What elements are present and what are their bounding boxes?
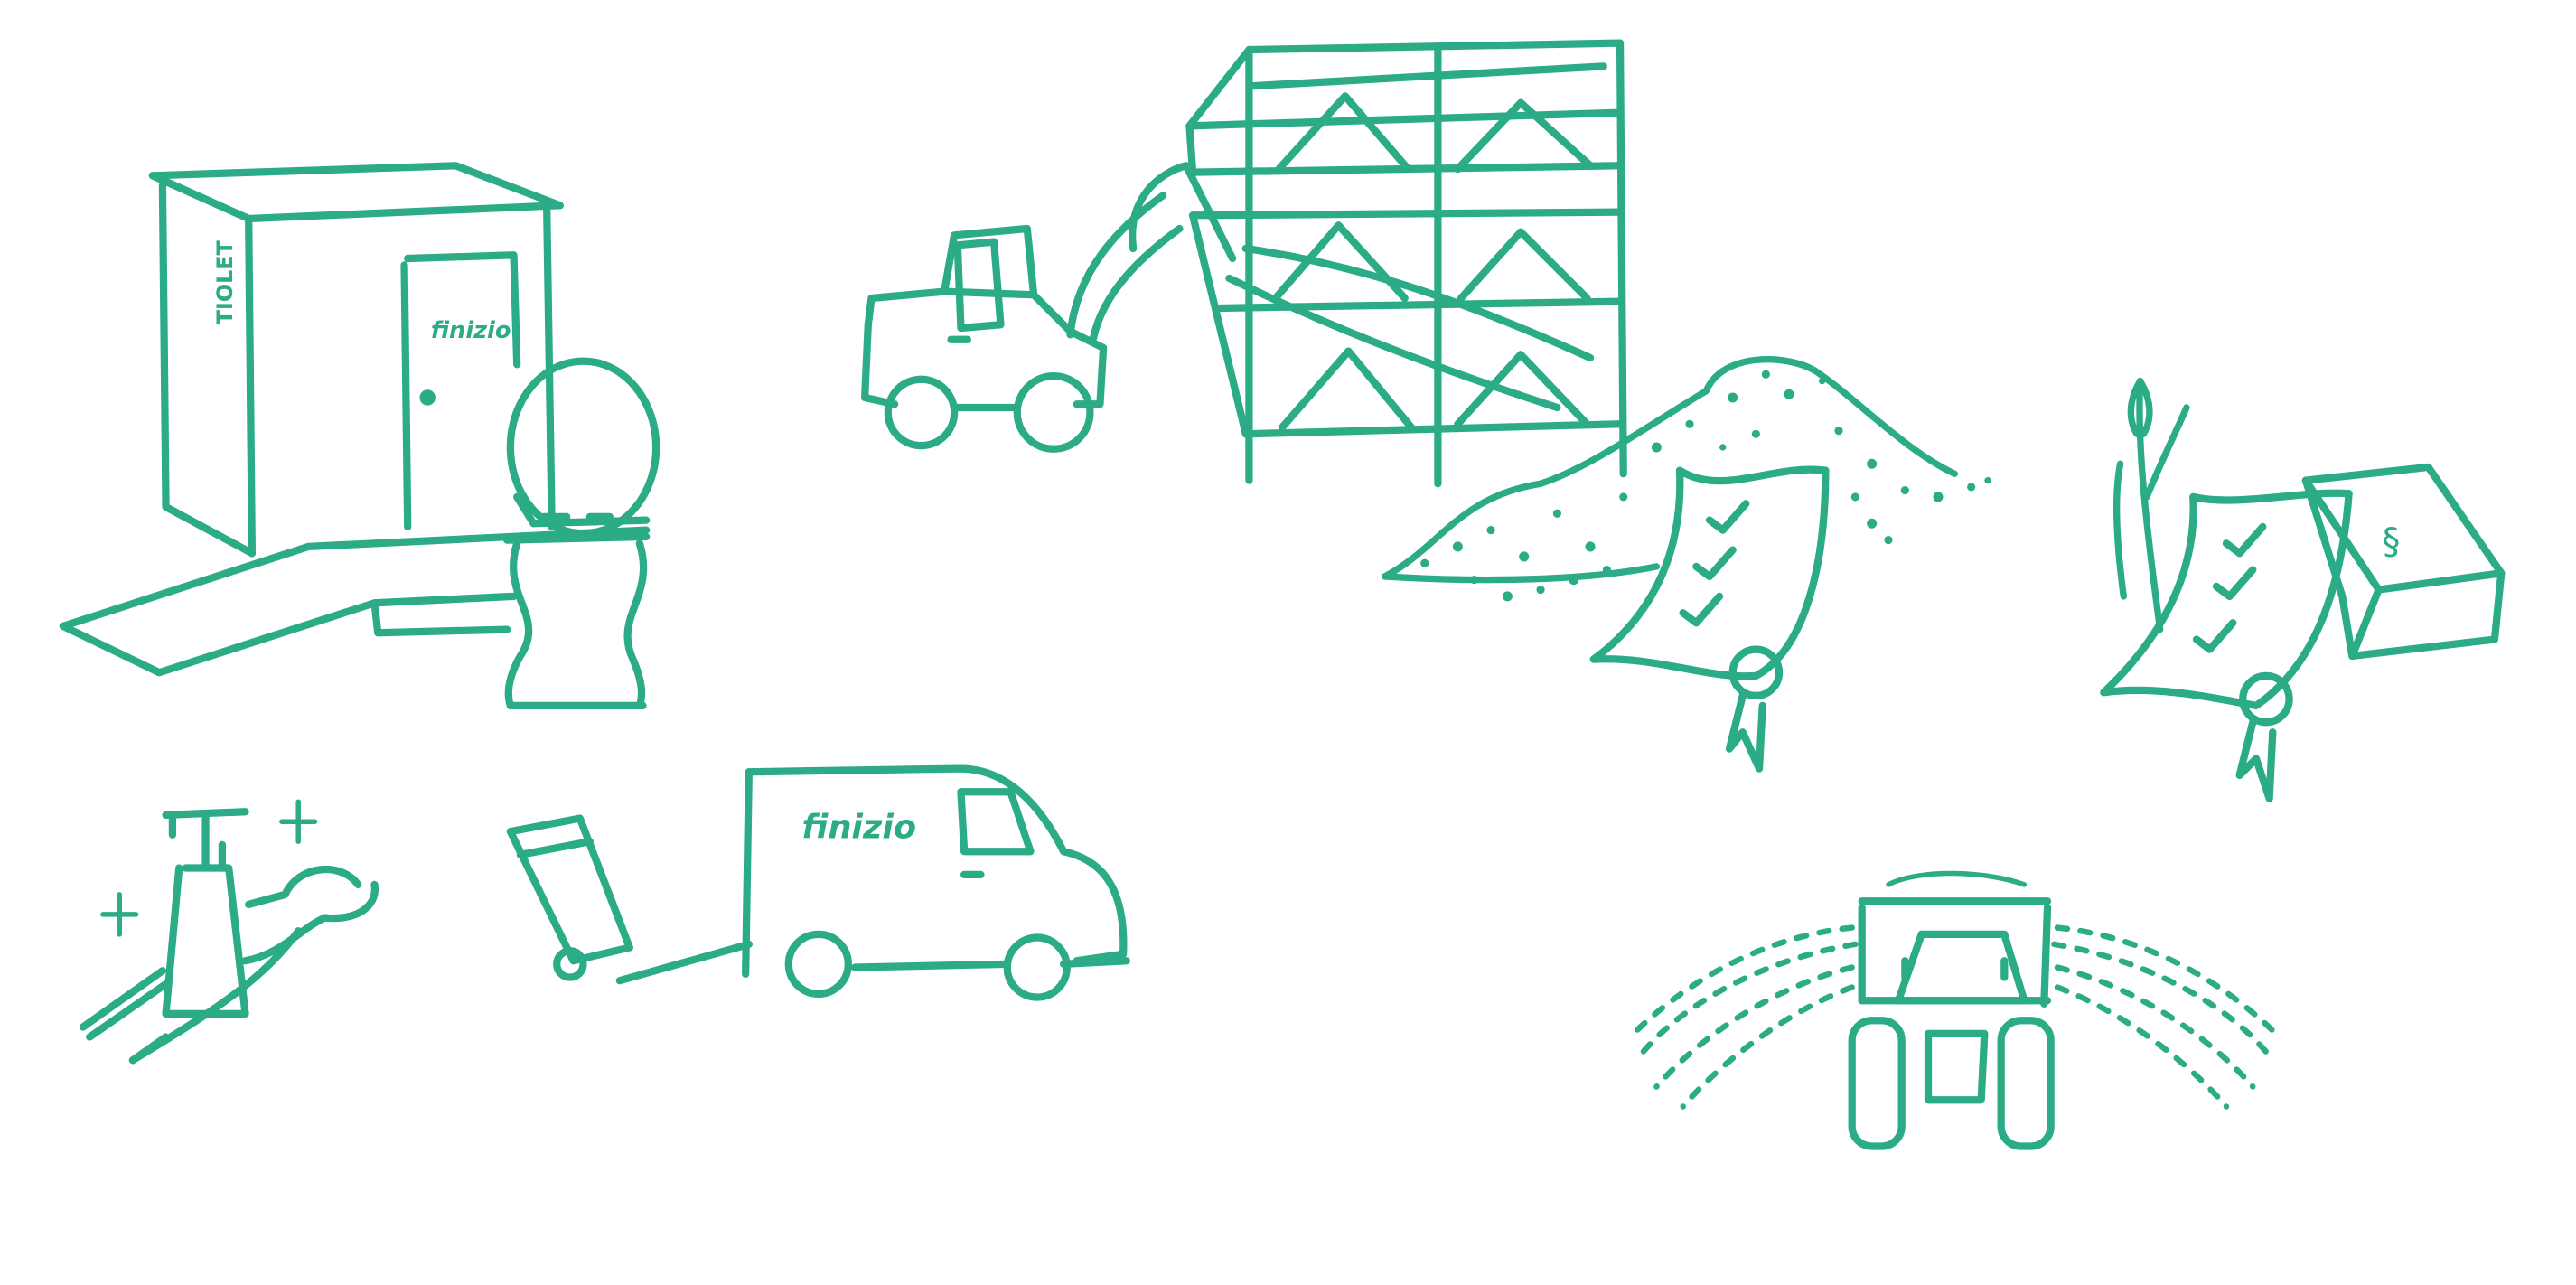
storage-rack-illustration bbox=[1185, 39, 1627, 488]
material-heaps bbox=[1271, 92, 1595, 432]
cleaning-tools-illustration bbox=[79, 799, 379, 1065]
spray-bottle-icon bbox=[162, 808, 249, 1018]
cabin-door bbox=[400, 251, 521, 531]
cabin-side-label: TIOLET bbox=[212, 239, 238, 324]
front-loader-illustration bbox=[861, 162, 1237, 453]
certificate-checklist-illustration-2 bbox=[2100, 489, 2353, 802]
sparkle-icon bbox=[100, 799, 318, 937]
van-logo: finizio bbox=[801, 808, 916, 847]
toilet-cabin-illustration: TIOLET finizio bbox=[59, 162, 660, 710]
wrench-icon bbox=[128, 865, 379, 1065]
certificate-checklist-illustration bbox=[1589, 465, 1830, 773]
toilet-bowl-icon bbox=[503, 357, 660, 710]
waste-bin-icon bbox=[506, 814, 633, 981]
access-ramp bbox=[59, 526, 651, 677]
cabin-door-logo: finizio bbox=[431, 317, 511, 344]
law-paragraph-symbol: § bbox=[2382, 520, 2400, 562]
spread-pattern-left bbox=[1626, 924, 1859, 1110]
spread-pattern-right bbox=[2051, 924, 2282, 1110]
cabin-roof bbox=[148, 162, 564, 223]
tractor-spreader-illustration bbox=[1626, 870, 2282, 1150]
law-book-icon bbox=[2301, 463, 2506, 661]
compost-pile-illustration bbox=[1382, 356, 1991, 602]
delivery-van-illustration bbox=[615, 764, 1130, 1001]
wheat-stalk-icon bbox=[2112, 377, 2190, 633]
